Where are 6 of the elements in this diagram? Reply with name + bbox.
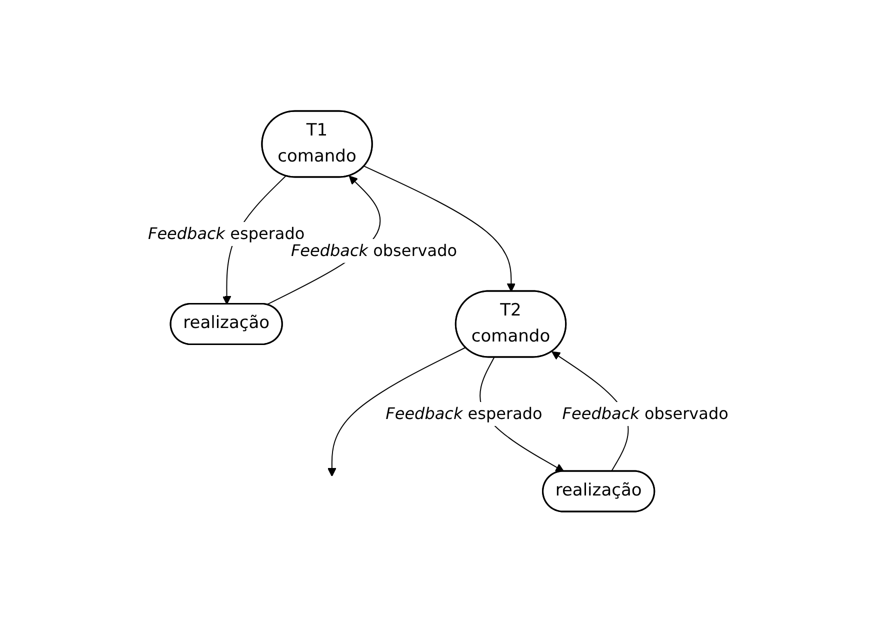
edge-label: Feedback esperado: [148, 224, 304, 244]
arrow: [364, 166, 516, 292]
arrow: [327, 347, 466, 477]
edge-label: Feedback observado: [290, 241, 457, 260]
edge-label: Feedback observado: [562, 404, 728, 424]
edge-label: Feedback esperado: [385, 404, 542, 424]
